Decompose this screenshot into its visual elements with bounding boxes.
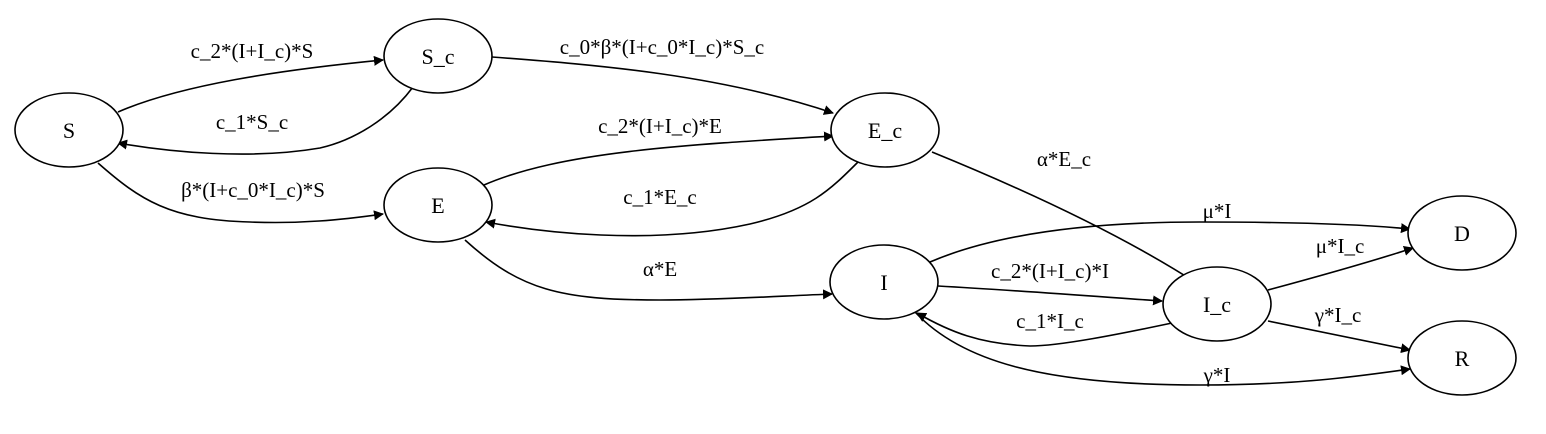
edge-s-to-s-c [117,55,384,113]
label-s-to-s-c: c_2*(I+I_c)*S [191,39,314,63]
edge-e-c-to-e [485,161,859,237]
edge-s-to-e [97,162,384,224]
edge-s-c-to-e-c [491,56,834,115]
node-e-c: E_c [830,92,940,168]
edge-i-to-r [914,311,1411,386]
node-i-c: I_c [1162,266,1272,342]
label-i-to-d: μ*I [1203,199,1232,223]
svg-text:D: D [1454,221,1470,246]
edge-e-to-e-c [483,131,834,186]
node-e: E [383,167,493,243]
svg-text:E: E [431,193,444,218]
svg-text:S_c: S_c [422,44,455,69]
svg-text:I_c: I_c [1203,292,1231,317]
edge-i-c-to-d [1267,246,1414,291]
label-s-c-to-s: c_1*S_c [216,110,288,134]
label-i-c-to-i: c_1*I_c [1016,309,1084,333]
label-i-to-r: γ*I [1203,363,1231,387]
edge-i-to-i-c [937,285,1163,306]
label-i-c-to-r: γ*I_c [1314,303,1362,327]
label-e-c-to-i-c: α*E_c [1037,147,1091,171]
edge-i-c-to-i [916,312,1173,347]
label-s-to-e: β*(I+c_0*I_c)*S [181,178,325,202]
label-e-c-to-e: c_1*E_c [623,185,696,209]
edge-labels: c_2*(I+I_c)*S c_1*S_c β*(I+c_0*I_c)*S c_… [181,35,1364,387]
edges [97,55,1414,386]
node-i: I [829,244,939,320]
label-s-c-to-e-c: c_0*β*(I+c_0*I_c)*S_c [560,35,764,59]
label-i-to-i-c: c_2*(I+I_c)*I [991,259,1109,283]
node-r: R [1407,320,1517,396]
edge-e-to-i [464,239,833,301]
edge-i-to-d [929,221,1411,263]
svg-text:S: S [63,118,75,143]
label-i-c-to-d: μ*I_c [1316,234,1365,258]
label-e-to-i: α*E [643,257,677,281]
svg-text:E_c: E_c [868,118,902,143]
edge-s-c-to-s [117,86,414,155]
label-e-to-e-c: c_2*(I+I_c)*E [598,114,722,138]
node-d: D [1407,195,1517,271]
nodes: S S_c E E_c I I_c D R [14,18,1517,396]
svg-text:R: R [1455,346,1470,371]
node-s-c: S_c [383,18,493,94]
edge-e-c-to-i-c [931,151,1199,285]
svg-text:I: I [880,270,887,295]
node-s: S [14,92,124,168]
edge-i-c-to-r [1267,320,1411,354]
